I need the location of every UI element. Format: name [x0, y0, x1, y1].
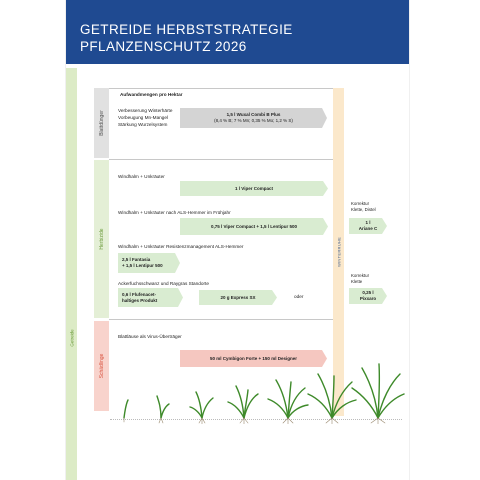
herbizide-product-1-arrow: 1 l Viper Compact	[180, 181, 328, 196]
korrektur-2-product-line-1: 0,25 l	[362, 290, 374, 295]
category-herbizide: Herbizide	[94, 160, 109, 318]
herbizide-product-2: 0,75 l Viper Compact + 1,5 l Lentipur 50…	[210, 223, 298, 229]
plant-stage-1	[123, 399, 129, 423]
herbizide-heading-3: Windhalm + Unkräuter Resistenzmanagement…	[118, 244, 244, 249]
plant-stage-2	[156, 395, 170, 424]
herbizide-product-2-arrow: 0,75 l Viper Compact + 1,5 l Lentipur 50…	[180, 218, 328, 235]
side-strip: Getreide	[66, 68, 77, 480]
category-schaedlinge-label: Schädlinge	[98, 353, 105, 379]
herbizide-heading-4: Ackerfuchsschwanz und Raygras Standorte	[118, 281, 209, 286]
cereal-growth-stages-illustration	[123, 363, 405, 424]
title-line-1: GETREIDE HERBSTSTRATEGIE	[80, 22, 293, 37]
korrektur-1-product-line-1: 1 l	[365, 220, 371, 225]
herbizide-product-4b-arrow: 20 g Express SX	[199, 290, 277, 305]
herbizide-product-4a-line-2: haltiges Produkt	[122, 297, 158, 303]
blattduenger-product-arrow: 1,5 l Wuxal Combi B Plus (8,4 % B; 7 % M…	[180, 108, 327, 128]
korrektur-2-arrow: 0,25 l Pixxaro	[349, 288, 387, 304]
winterruhe-label: WINTERRUHE	[336, 236, 341, 268]
plant-stage-6	[307, 373, 357, 424]
korrektur-2-label-line-2: Klette	[351, 279, 363, 284]
korrektur-1-label-line-1: Korrektur	[351, 201, 370, 206]
blattduenger-heading: Aufwandmengen pro Hektar	[120, 92, 183, 97]
schaedlinge-heading: Blattläuse als Virus-Überträger	[118, 334, 182, 339]
herbizide-product-3-arrow: 2,5 l Fantasia + 1,5 l Lentipur 500	[118, 253, 180, 273]
category-blattduenger: Blattdünger	[94, 88, 109, 158]
korrektur-2-product-line-2: Pixxaro	[359, 296, 377, 301]
plant-stage-7	[351, 363, 405, 424]
header-banner: GETREIDE HERBSTSTRATEGIE PFLANZENSCHUTZ …	[66, 0, 409, 64]
blattduenger-product-detail: (8,4 % B; 7 % Mn; 0,35 % Mo; 1,2 % S)	[214, 118, 293, 123]
oder-label: oder	[294, 294, 304, 299]
herbizide-product-1: 1 l Viper Compact	[235, 185, 273, 191]
herbizide-heading-1: Windhalm + Unkräuter	[118, 174, 165, 179]
herbizide-product-3-line-1: 2,5 l Fantasia	[122, 257, 151, 262]
herbizide-product-4a-arrow: 0,6 l Flufenacet- haltiges Produkt	[118, 288, 183, 307]
category-herbizide-label: Herbizide	[98, 228, 105, 250]
page-title: GETREIDE HERBSTSTRATEGIE PFLANZENSCHUTZ …	[80, 21, 293, 55]
document-page: GETREIDE HERBSTSTRATEGIE PFLANZENSCHUTZ …	[66, 0, 409, 480]
schaedlinge-product-arrow: 50 ml Cymbigon Forte + 150 ml Designer	[180, 350, 327, 367]
blattduenger-product-name: 1,5 l Wuxal Combi B Plus	[226, 112, 281, 117]
korrektur-2-label-line-1: Korrektur	[351, 273, 370, 278]
title-line-2: PFLANZENSCHUTZ 2026	[80, 39, 247, 54]
category-schaedlinge: Schädlinge	[94, 321, 109, 411]
herbizide-product-4b: 20 g Express SX	[220, 294, 256, 300]
side-strip-label: Getreide	[69, 329, 74, 347]
category-blattduenger-label: Blattdünger	[98, 110, 105, 136]
divider	[109, 319, 334, 320]
korrektur-1-arrow: 1 l Ariane C	[349, 218, 387, 234]
divider	[109, 159, 334, 160]
divider	[109, 88, 334, 89]
plant-stage-3	[189, 391, 214, 424]
blattduenger-line-2: Vorbeugung Mn-Mangel	[118, 115, 169, 120]
korrektur-1-product-line-2: Ariane C	[358, 226, 378, 231]
schaedlinge-product: 50 ml Cymbigon Forte + 150 ml Designer	[210, 355, 297, 361]
winterruhe-band: WINTERRUHE	[333, 88, 344, 416]
herbizide-heading-2: Windhalm + Unkräuter nach ALS-Hemmer im …	[118, 210, 231, 215]
ground-line	[110, 419, 402, 420]
blattduenger-line-1: Verbesserung Winterhärte	[118, 108, 173, 113]
herbizide-product-4a-line-1: 0,6 l Flufenacet-	[122, 291, 157, 297]
herbizide-product-3-line-2: + 1,5 l Lentipur 500	[122, 263, 163, 268]
blattduenger-line-3: Stärkung Wurzelsystem	[118, 122, 168, 127]
plant-stage-5	[267, 379, 309, 424]
plant-stage-4	[227, 385, 259, 424]
korrektur-1-label-line-2: Klette, Distel	[351, 207, 376, 212]
